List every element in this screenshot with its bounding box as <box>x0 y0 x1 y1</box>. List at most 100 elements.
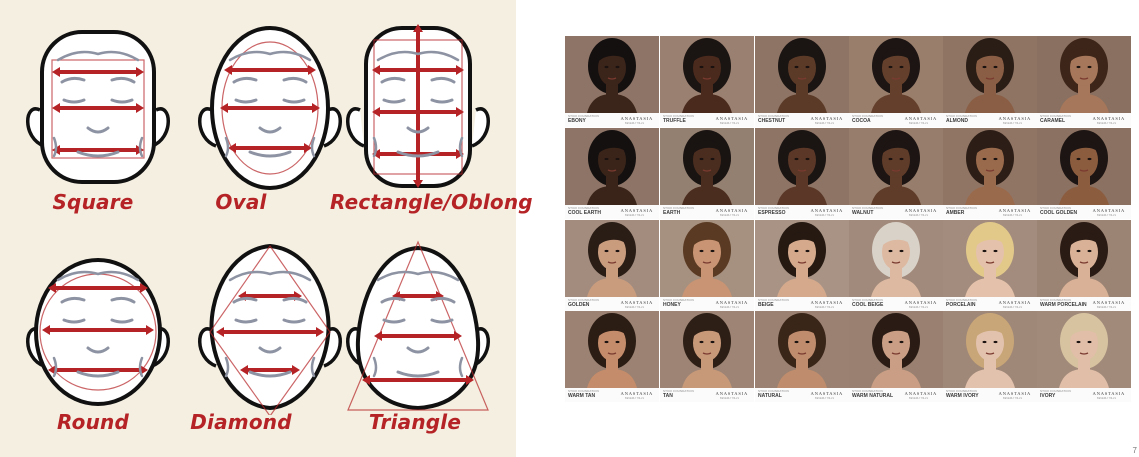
model-portrait <box>660 36 754 113</box>
model-portrait <box>849 36 943 113</box>
caption-product: STICK FOUNDATION <box>1040 114 1071 118</box>
brand-sub: BEVERLY HILLS <box>720 306 739 309</box>
caption-product: STICK FOUNDATION <box>852 206 883 210</box>
round-face-icon <box>18 240 178 415</box>
brand-logo: ANASTASIA <box>810 116 843 121</box>
face-shape-label: Triangle <box>368 410 462 434</box>
model-portrait <box>849 220 943 297</box>
shade-name: TAN <box>663 393 673 399</box>
caption-product: STICK FOUNDATION <box>852 114 883 118</box>
brand-sub: BEVERLY HILLS <box>1097 214 1116 217</box>
brand-logo: ANASTASIA <box>620 116 653 121</box>
brand-logo: ANASTASIA <box>715 116 748 121</box>
shade-name: WARM PORCELAIN <box>1040 302 1087 308</box>
shade-name: BEIGE <box>758 302 774 308</box>
caption-product: STICK FOUNDATION <box>1040 389 1071 393</box>
caption-product: STICK FOUNDATION <box>946 206 977 210</box>
caption-product: STICK FOUNDATION <box>758 389 789 393</box>
brand-logo: ANASTASIA <box>1092 300 1125 305</box>
brand-sub: BEVERLY HILLS <box>625 214 644 217</box>
brand-logo: ANASTASIA <box>904 391 937 396</box>
caption-product: STICK FOUNDATION <box>946 389 977 393</box>
page-number: 7 <box>1132 446 1137 455</box>
brand-logo: ANASTASIA <box>1092 116 1125 121</box>
brand-logo: ANASTASIA <box>998 208 1031 213</box>
shade-name: CARAMEL <box>1040 118 1065 124</box>
caption-product: STICK FOUNDATION <box>758 114 789 118</box>
model-portrait <box>565 220 659 297</box>
model-portrait <box>565 311 659 388</box>
brand-sub: BEVERLY HILLS <box>909 122 928 125</box>
model-portrait <box>1037 128 1131 205</box>
brand-logo: ANASTASIA <box>1092 391 1125 396</box>
brand-sub: BEVERLY HILLS <box>909 214 928 217</box>
shade-name: IVORY <box>1040 393 1056 399</box>
face-shape-label: Oval <box>215 190 267 214</box>
model-portrait <box>849 128 943 205</box>
caption-product: STICK FOUNDATION <box>568 298 599 302</box>
shade-name: WARM IVORY <box>946 393 979 399</box>
shade-name: PORCELAIN <box>946 302 976 308</box>
brand-sub: BEVERLY HILLS <box>625 122 644 125</box>
brand-logo: ANASTASIA <box>1092 208 1125 213</box>
caption-product: STICK FOUNDATION <box>663 114 694 118</box>
brand-logo: ANASTASIA <box>715 391 748 396</box>
brand-sub: BEVERLY HILLS <box>815 122 834 125</box>
caption-product: STICK FOUNDATION <box>852 298 883 302</box>
brand-logo: ANASTASIA <box>810 208 843 213</box>
brand-logo: ANASTASIA <box>904 116 937 121</box>
face-shape-label: Square <box>52 190 134 214</box>
face-shape-label: Round <box>57 410 129 434</box>
brand-logo: ANASTASIA <box>620 208 653 213</box>
brand-logo: ANASTASIA <box>620 391 653 396</box>
model-portrait <box>1037 311 1131 388</box>
brand-sub: BEVERLY HILLS <box>909 397 928 400</box>
brand-sub: BEVERLY HILLS <box>720 214 739 217</box>
brand-sub: BEVERLY HILLS <box>1003 122 1022 125</box>
face-shape-label: Rectangle/Oblong <box>330 190 533 214</box>
shade-name: WALNUT <box>852 210 874 216</box>
shade-name: CHESTNUT <box>758 118 786 124</box>
shade-name: ALMOND <box>946 118 968 124</box>
caption-product: STICK FOUNDATION <box>852 389 883 393</box>
brand-sub: BEVERLY HILLS <box>1003 214 1022 217</box>
shade-name: TRUFFLE <box>663 118 686 124</box>
brand-sub: BEVERLY HILLS <box>1097 122 1116 125</box>
caption-product: STICK FOUNDATION <box>1040 206 1071 210</box>
shade-name: EBONY <box>568 118 586 124</box>
model-portrait <box>1037 36 1131 113</box>
model-portrait <box>755 128 849 205</box>
model-portrait <box>755 311 849 388</box>
model-portrait <box>849 311 943 388</box>
shade-name: WARM NATURAL <box>852 393 894 399</box>
brand-sub: BEVERLY HILLS <box>720 397 739 400</box>
model-portrait <box>660 311 754 388</box>
shade-name: COOL BEIGE <box>852 302 884 308</box>
